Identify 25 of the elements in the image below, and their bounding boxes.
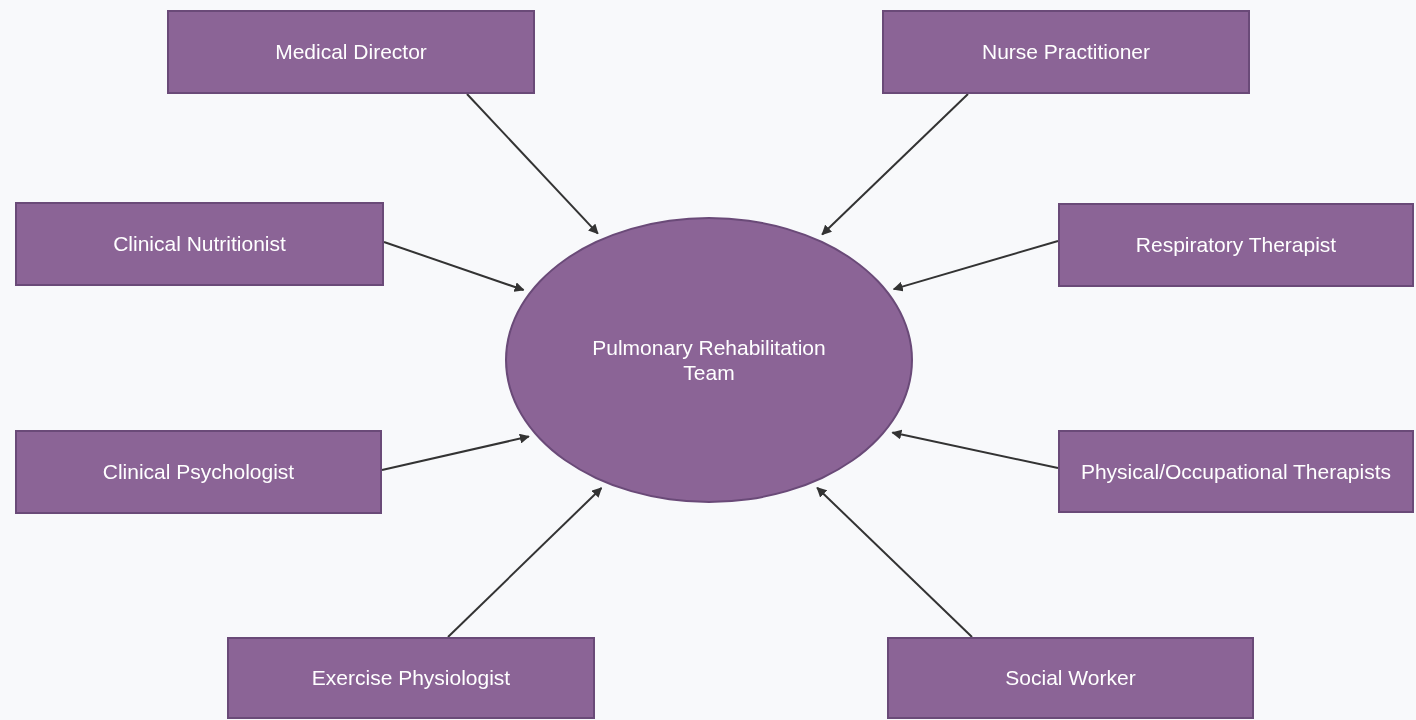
- arrow: [821, 93, 969, 236]
- role-box: [882, 10, 1250, 94]
- arrow: [383, 241, 525, 292]
- role-box: [1058, 430, 1414, 513]
- arrow: [381, 433, 530, 471]
- node-label: Medical Director: [275, 39, 427, 65]
- arrow: [891, 429, 1059, 469]
- node-label: Social Worker: [1005, 665, 1136, 691]
- node-label: Clinical Nutritionist: [113, 231, 286, 257]
- arrow: [466, 93, 599, 235]
- node-label: Physical/Occupational Therapists: [1080, 458, 1392, 485]
- arrow: [816, 486, 973, 638]
- role-box: [15, 202, 384, 286]
- node-label: Nurse Practitioner: [981, 39, 1151, 65]
- arrow: [447, 486, 603, 638]
- role-box: [887, 637, 1254, 719]
- arrow: [892, 240, 1059, 292]
- role-box: [227, 637, 595, 719]
- role-box: [167, 10, 535, 94]
- node-label: Exercise Physiologist: [311, 665, 511, 691]
- node-label: Respiratory Therapist: [1135, 232, 1337, 258]
- role-box: [15, 430, 382, 514]
- node-label: Clinical Psychologist: [102, 459, 295, 485]
- role-box: [1058, 203, 1414, 287]
- node-label: Pulmonary Rehabilitation Team: [591, 334, 827, 386]
